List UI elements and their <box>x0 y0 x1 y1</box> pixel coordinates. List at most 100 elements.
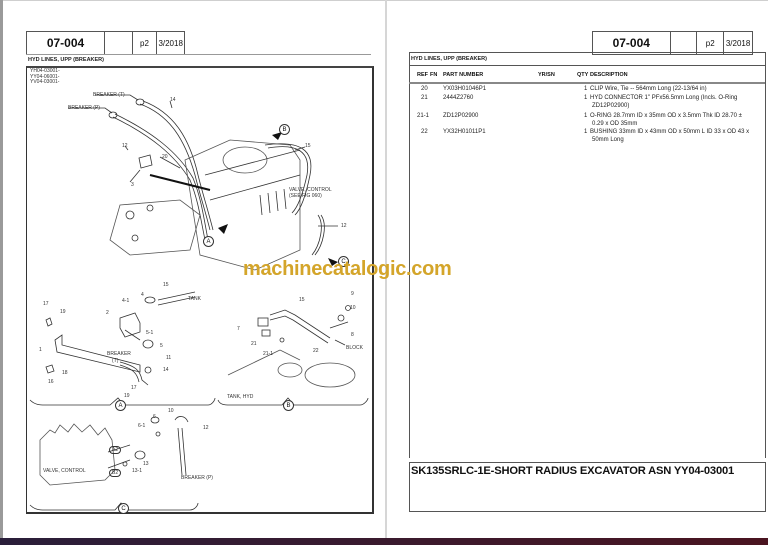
ref-19: 19 <box>60 309 66 315</box>
page-number-code: 07-004 <box>27 32 105 54</box>
ref-21-1: 21-1 <box>263 351 274 357</box>
parts-table-frame <box>409 52 766 458</box>
ref-22: 22 <box>313 348 319 354</box>
ref-15: 15 <box>305 143 311 149</box>
footer-title: SK135SRLC-1E-SHORT RADIUS EXCAVATOR ASN … <box>411 465 735 477</box>
callout-b-main: B <box>279 124 290 135</box>
cell-qty: 1 <box>584 95 588 101</box>
cell-qty: 1 <box>584 113 588 119</box>
ref-20: 20 <box>162 154 168 160</box>
ref-12c: 12 <box>203 425 209 431</box>
footer-box <box>409 462 766 512</box>
col-part-number: PART NUMBER <box>443 72 484 78</box>
ref-12b: 12 <box>341 223 347 229</box>
cell-description: O-RING 28.7mm ID x 35mm OD x 3.5mm Thk I… <box>590 113 742 119</box>
title-bottom-rule <box>409 65 765 66</box>
ref-10c: 10 <box>168 408 174 414</box>
ref-4: 4 <box>141 292 144 298</box>
cell-description-cont: 50mm Long <box>592 137 624 143</box>
figure-frame <box>26 66 374 514</box>
cell-part-number: ZD12P02900 <box>443 113 479 119</box>
section-title: HYD LINES, UPP (BREAKER) <box>28 57 104 63</box>
ref-13: 13 <box>143 461 149 467</box>
ref-17: 17 <box>43 301 49 307</box>
label-breaker-p: BREAKER (P) <box>68 105 100 111</box>
ref-2: 2 <box>106 310 109 316</box>
label-tank-hyd: TANK, HYD <box>227 394 254 400</box>
header-bottom-rule <box>409 82 765 84</box>
ref-6: 6 <box>153 414 156 420</box>
cell-ref: 20 <box>421 86 428 92</box>
ref-13-1: 13-1 <box>132 468 143 474</box>
label-breaker-t: BREAKER (T) <box>93 92 125 98</box>
header-date: 3/2018 <box>725 38 751 48</box>
ref-5-1: 5-1 <box>146 330 154 336</box>
ref-11: 11 <box>166 355 172 361</box>
callout-c-detail: C <box>118 503 129 514</box>
page-separator <box>385 0 387 538</box>
col-description: DESCRIPTION <box>590 72 628 78</box>
col-fn: FN <box>430 72 438 78</box>
label-valve-control-ref: VALVE, CONTROL <box>289 187 332 193</box>
label-see-fig: (SEE FIG 060) <box>289 193 322 199</box>
cell-part-number: 2444Z2760 <box>443 95 474 101</box>
cell-ref: 21 <box>421 95 428 101</box>
serial: YV04-03001- <box>30 79 60 85</box>
cell-description: CLIP Wire, Tie -- 564mm Long (22-13/64 i… <box>590 86 707 92</box>
watermark: machinecatalogic.com <box>243 258 452 280</box>
cell-description-cont: 0.29 x OD 35mm <box>592 121 638 127</box>
label-breaker-p-detail: BREAKER (P) <box>181 475 213 481</box>
viewer-top-edge <box>0 0 768 1</box>
cell-description: HYD CONNECTOR 1" PFx56.5mm Long (Incls. … <box>590 95 738 101</box>
ref-17b: 17 <box>131 385 137 391</box>
header-blank-cell <box>105 32 133 54</box>
serial: YY04-06001- <box>30 73 60 80</box>
cell-part-number: YX03H01046P1 <box>443 86 487 92</box>
ref-1: 1 <box>39 347 42 353</box>
taskbar-strip <box>0 538 768 545</box>
header-date: 3/2018 <box>158 38 183 48</box>
label-breaker-t-detail2: (T) <box>112 358 119 364</box>
left-page-header: 07-004 p2 3/2018 <box>26 31 185 55</box>
ref-3: 3 <box>131 182 134 188</box>
cell-qty: 1 <box>584 129 588 135</box>
ref-15b: 15 <box>299 297 305 303</box>
ref-6-1: 6-1 <box>138 423 146 429</box>
callout-b-detail: B <box>283 400 294 411</box>
page-number-code: 07-004 <box>593 32 671 54</box>
cell-ref: 22 <box>421 129 428 135</box>
ref-21: 21 <box>251 341 257 347</box>
ref-9: 9 <box>351 291 354 297</box>
callout-c-main: C <box>338 256 349 267</box>
col-qty: QTY <box>577 72 589 78</box>
serial-list: YH04-03001- YY04-06001- YV04-03001- <box>30 68 60 86</box>
ref-8: 8 <box>351 332 354 338</box>
header-page: p2 <box>697 32 725 54</box>
header-blank-cell <box>671 32 698 54</box>
ref-15a: 15 <box>163 282 169 288</box>
ref-5: 5 <box>160 343 163 349</box>
label-breaker-t-detail: BREAKER <box>107 351 131 357</box>
ref-14a: 14 <box>163 367 169 373</box>
section-title: HYD LINES, UPP (BREAKER) <box>411 56 487 62</box>
label-tank: TANK <box>188 296 201 302</box>
serial: YH04-03001- <box>30 68 60 74</box>
col-ref: REF <box>417 72 428 78</box>
cell-qty: 1 <box>584 86 588 92</box>
header-page: p2 <box>133 32 158 54</box>
header-rule <box>26 54 371 55</box>
port-b2: B2 <box>109 469 122 477</box>
col-yrsn: YR/SN <box>538 72 555 78</box>
ref-10: 10 <box>350 305 356 311</box>
cell-ref: 21-1 <box>417 113 430 119</box>
port-a2: A2 <box>109 446 122 454</box>
cell-description: BUSHING 33mm ID x 43mm OD x 50mm L ID 33… <box>590 129 750 135</box>
callout-a-detail: A <box>115 400 126 411</box>
ref-19b: 19 <box>124 393 130 399</box>
viewer-left-edge <box>0 0 3 538</box>
cell-part-number: YX32H01011P1 <box>443 129 486 135</box>
title-rule <box>409 52 765 53</box>
label-block: BLOCK <box>346 345 363 351</box>
right-page-header: 07-004 p2 3/2018 <box>592 31 753 55</box>
label-valve-control: VALVE, CONTROL <box>43 468 86 474</box>
